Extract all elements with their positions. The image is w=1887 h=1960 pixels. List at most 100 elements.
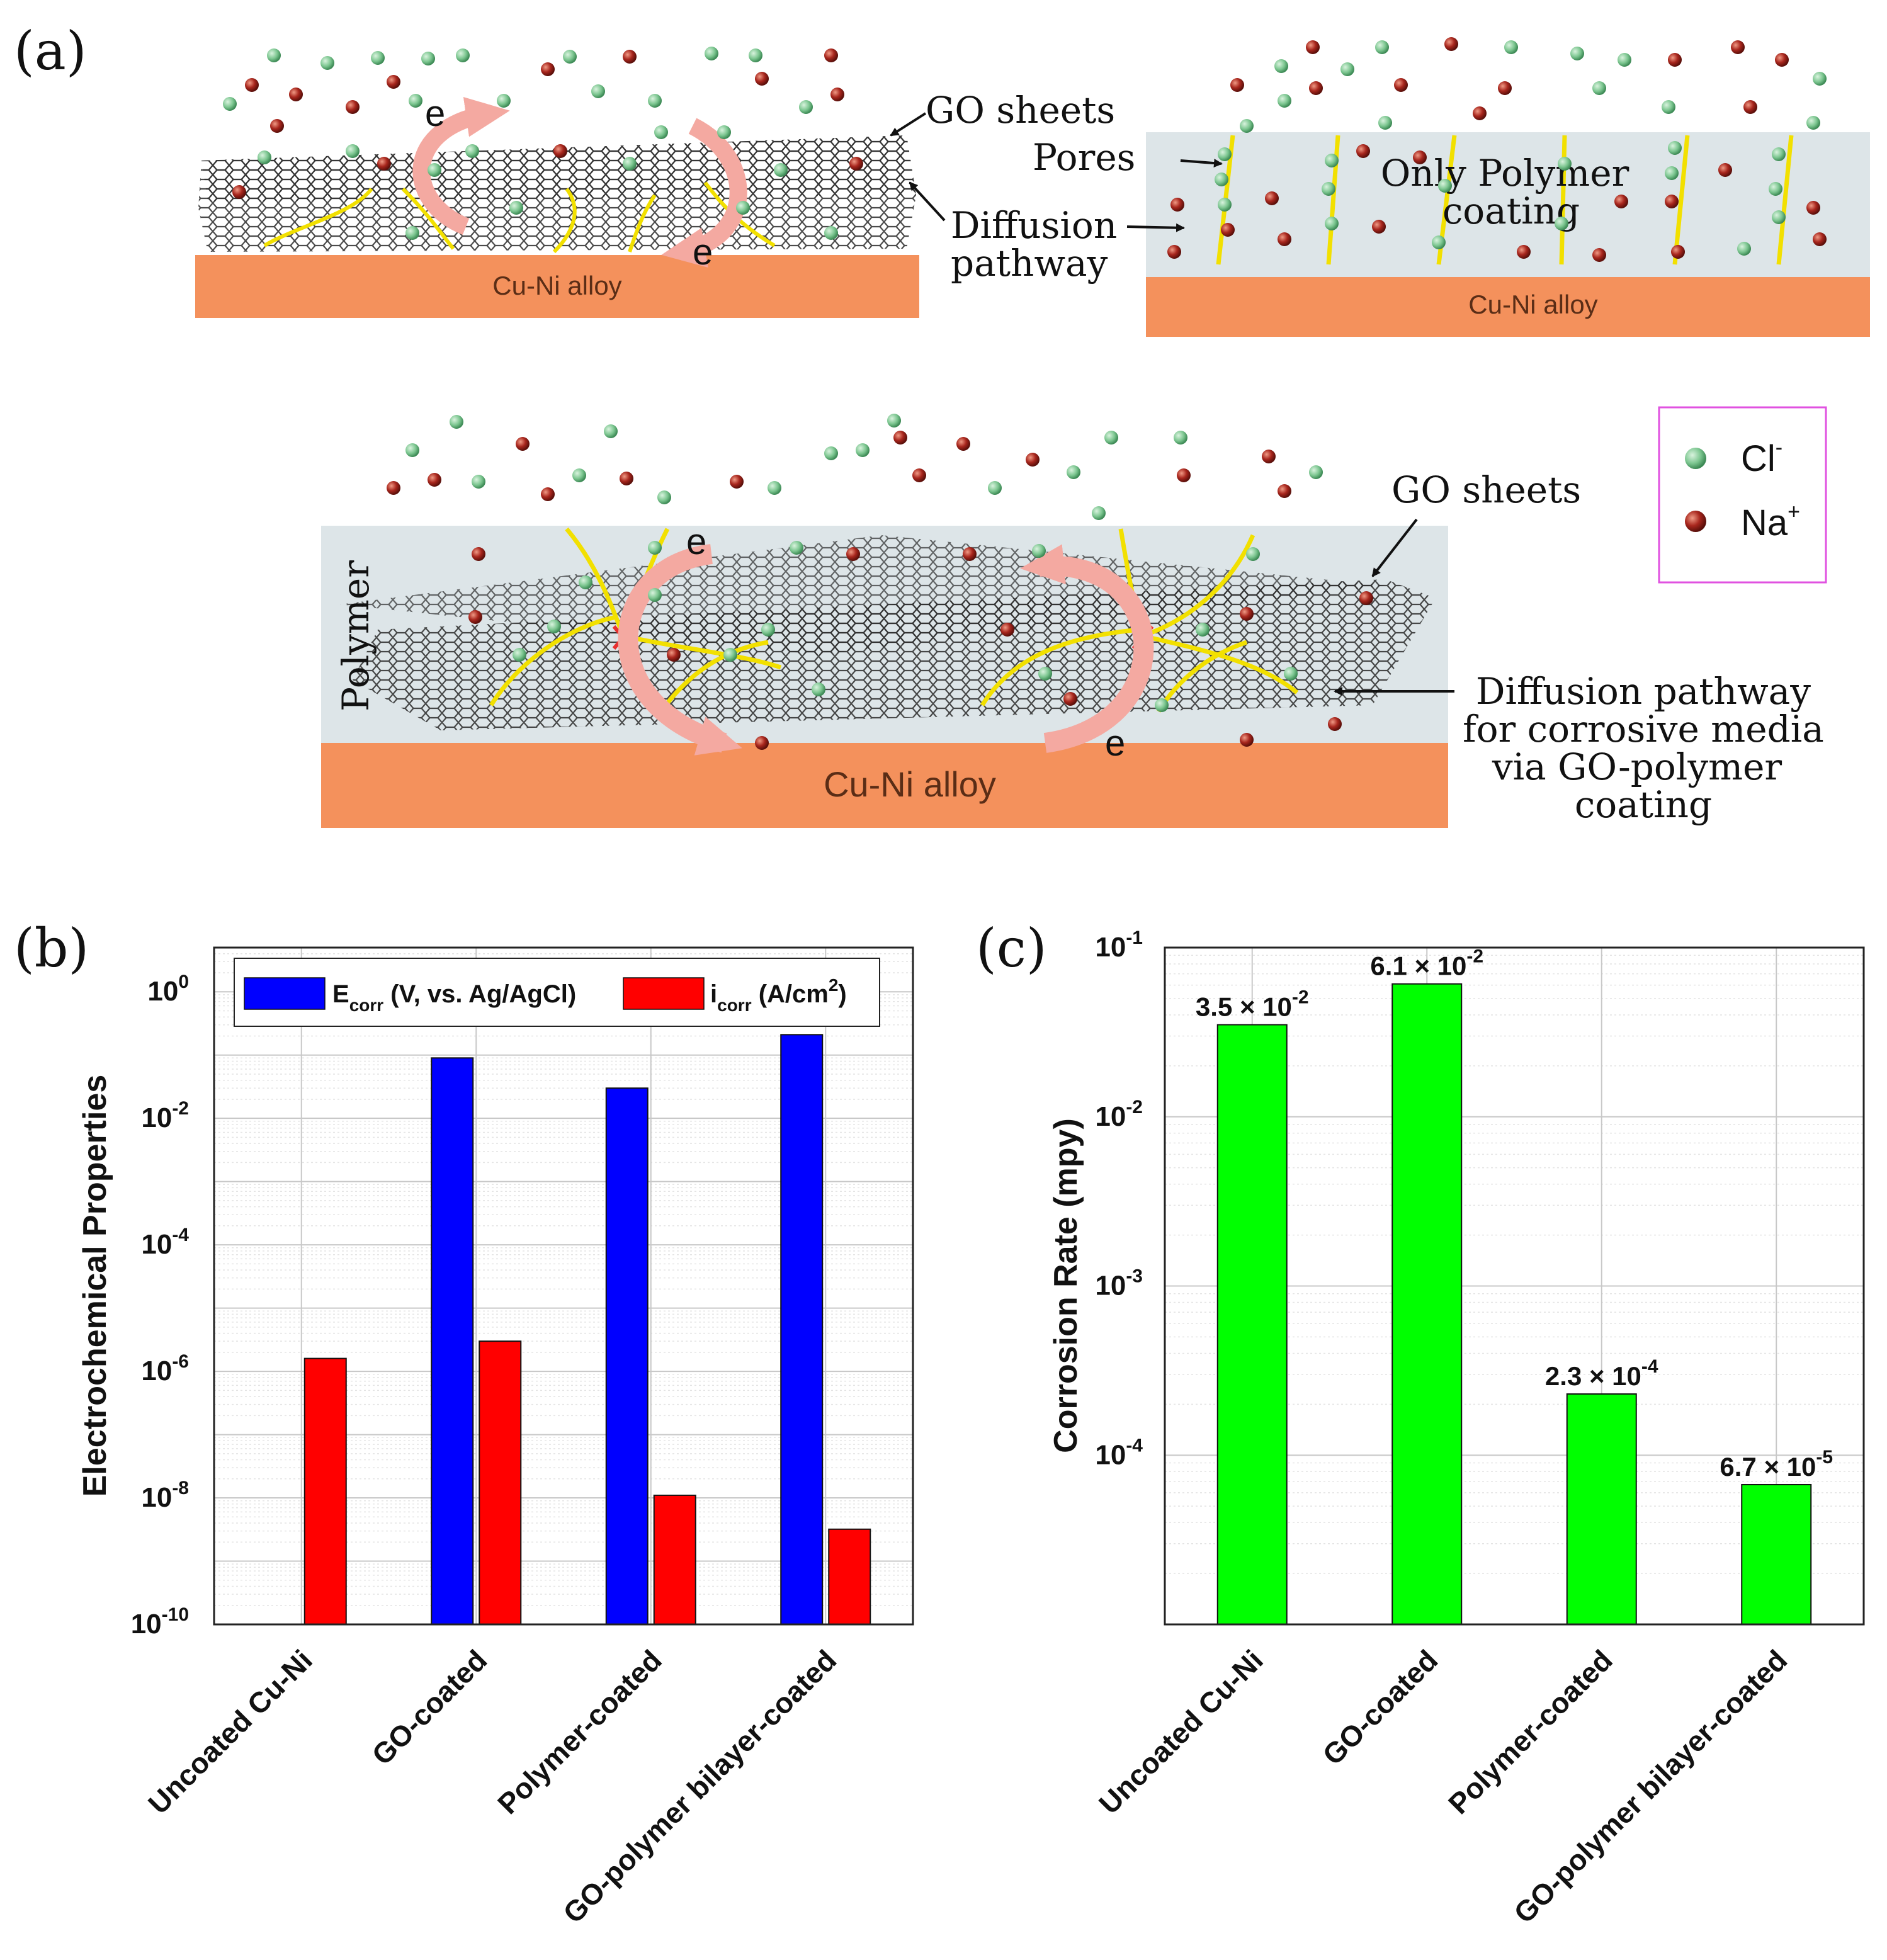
cl-legend-label: Cl- <box>1741 436 1782 479</box>
x-category-label: GO-coated <box>1316 1643 1444 1771</box>
electron-flow-arrow <box>618 544 742 756</box>
y-tick-label: 10-2 <box>1095 1097 1143 1132</box>
substrate-label: Cu-Ni alloy <box>824 764 996 804</box>
y-tick-labels: 100 10-2 10-4 10-6 10-8 10-10 <box>131 972 190 1640</box>
x-category-label: GO-polymer bilayer-coated <box>1507 1643 1793 1929</box>
x-category-label: GO-polymer bilayer-coated <box>557 1643 842 1929</box>
y-tick-label: 10-4 <box>141 1225 189 1260</box>
pores-label: Pores <box>1033 136 1135 179</box>
y-tick-labels: 10-1 10-2 10-3 10-4 <box>1095 927 1143 1470</box>
y-tick-label: 10-4 <box>1095 1435 1143 1470</box>
bars <box>303 1034 871 1626</box>
polymer-only-diagram: Cu-Ni alloy Only Polymer coating Pores <box>1033 37 1870 337</box>
polymer-label: Polymer <box>334 560 377 711</box>
bar-data-label: 3.5 × 10-2 <box>1196 987 1309 1022</box>
x-category-label: GO-coated <box>365 1643 493 1771</box>
cu-ni-substrate <box>195 255 919 318</box>
substrate-label: Cu-Ni alloy <box>1468 290 1597 319</box>
cu-ni-substrate <box>321 743 1448 828</box>
pointer-arrow <box>1126 223 1185 232</box>
legend-box <box>234 958 880 1027</box>
go-sheets-label: GO sheets <box>1391 468 1581 511</box>
electron-label: e <box>686 521 706 562</box>
x-category-label: Polymer-coated <box>491 1643 668 1820</box>
bar <box>1741 1483 1812 1626</box>
panel-a-label: (a) <box>14 20 87 82</box>
ion-cluster <box>223 47 863 240</box>
y-tick-label: 10-10 <box>131 1604 189 1640</box>
electron-flow-arrow <box>412 97 510 235</box>
bar <box>479 1340 522 1625</box>
y-tick-label: 10-1 <box>1095 927 1143 963</box>
diffusion-pathways <box>489 527 1299 713</box>
y-tick-label: 10-8 <box>141 1478 189 1513</box>
diffusion-desc: Diffusion pathway <box>1476 670 1811 713</box>
bar <box>1216 1024 1288 1625</box>
bar <box>303 1357 347 1625</box>
go-coating-diagram: Cu-Ni alloy e e GO sheets Diffusion path… <box>195 47 1117 318</box>
go-sheet-upper <box>340 535 1385 655</box>
panel-c-label: (c) <box>976 917 1047 979</box>
legend-label-ecorr: Ecorr (V, vs. Ag/AgCl) <box>332 980 576 1015</box>
bar <box>1391 983 1463 1625</box>
diffusion-desc: via GO-polymer <box>1492 745 1782 788</box>
electron-flow-arrow <box>661 118 747 268</box>
legend-swatch-icorr <box>623 977 705 1010</box>
cl-ion-icon <box>1685 448 1706 469</box>
cu-ni-substrate <box>1146 277 1870 337</box>
legend-label-icorr: icorr (A/cm2) <box>710 975 847 1015</box>
bar-data-labels: 3.5 × 10-2 6.1 × 10-2 2.3 × 10-4 6.7 × 10-5 <box>1196 946 1833 1481</box>
bar <box>431 1057 474 1625</box>
y-axis-title: Electrochemical Properties <box>77 1075 113 1497</box>
na-legend-label: Na+ <box>1741 500 1800 543</box>
bar <box>605 1087 649 1625</box>
legend: Ecorr (V, vs. Ag/AgCl) icorr (A/cm2) <box>234 958 880 1027</box>
electron-label: e <box>693 232 713 273</box>
x-category-label: Polymer-coated <box>1442 1643 1619 1820</box>
substrate-label: Cu-Ni alloy <box>492 271 621 300</box>
bar <box>828 1528 871 1625</box>
ion-legend-box <box>1658 406 1827 584</box>
bar <box>1566 1393 1637 1625</box>
panel-b-chart: (b) 100 10-2 10-4 10-6 10-8 10-10 Uncoated Cu… <box>14 917 914 1930</box>
pointer-arrow <box>1371 518 1418 577</box>
y-tick-label: 10-6 <box>141 1351 189 1386</box>
x-category-labels: Uncoated Cu-Ni GO-coatedPolymer-coatedGO-… <box>1092 1643 1793 1929</box>
ion-cluster <box>387 414 1373 750</box>
na-ion-icon <box>1685 511 1706 532</box>
ion-cluster <box>1167 37 1827 262</box>
x-category-label: Uncoated Cu-Ni <box>142 1643 319 1820</box>
bar <box>780 1034 824 1626</box>
panel-c-chart: (c) 3.5 × 10-2 6.1 × 10-2 2.3 × 10-4 6.7 × … <box>976 917 1865 1930</box>
y-tick-label: 10-2 <box>141 1098 189 1133</box>
plot-frame <box>213 946 914 1626</box>
go-sheets-stack <box>353 579 1436 730</box>
diffusion-label: Diffusion <box>951 204 1117 247</box>
electron-label: e <box>1105 723 1125 764</box>
legend-swatch-ecorr <box>244 977 326 1010</box>
x-category-labels: Uncoated Cu-Ni GO-coatedPolymer-coatedGO-… <box>142 1643 842 1929</box>
go-polymer-diagram: Cu-Ni alloy e e Po <box>321 414 1824 828</box>
electron-flow-arrow <box>1020 544 1154 753</box>
y-tick-label: 10-3 <box>1095 1266 1143 1301</box>
diffusion-desc: for corrosive media <box>1463 708 1824 751</box>
y-tick-label: 100 <box>147 972 189 1007</box>
bar-data-label: 6.1 × 10-2 <box>1370 946 1483 981</box>
go-sheets-label: GO sheets <box>926 89 1115 132</box>
diffusion-desc: coating <box>1575 783 1712 826</box>
bar-data-label: 2.3 × 10-4 <box>1545 1356 1658 1391</box>
y-axis-title: Corrosion Rate (mpy) <box>1048 1118 1084 1453</box>
plot-frame <box>1164 946 1865 1626</box>
ion-legend: Cl- Na+ <box>1658 406 1827 584</box>
pointer-arrow <box>909 181 946 222</box>
diffusion-label: pathway <box>951 242 1108 285</box>
electron-label: e <box>425 93 445 134</box>
bar-data-label: 6.7 × 10-5 <box>1720 1447 1833 1481</box>
pointer-arrow <box>890 112 927 137</box>
panel-b-label: (b) <box>14 917 89 979</box>
x-category-label: Uncoated Cu-Ni <box>1092 1643 1269 1820</box>
bars <box>1216 983 1812 1626</box>
pointer-arrow <box>1180 159 1223 168</box>
